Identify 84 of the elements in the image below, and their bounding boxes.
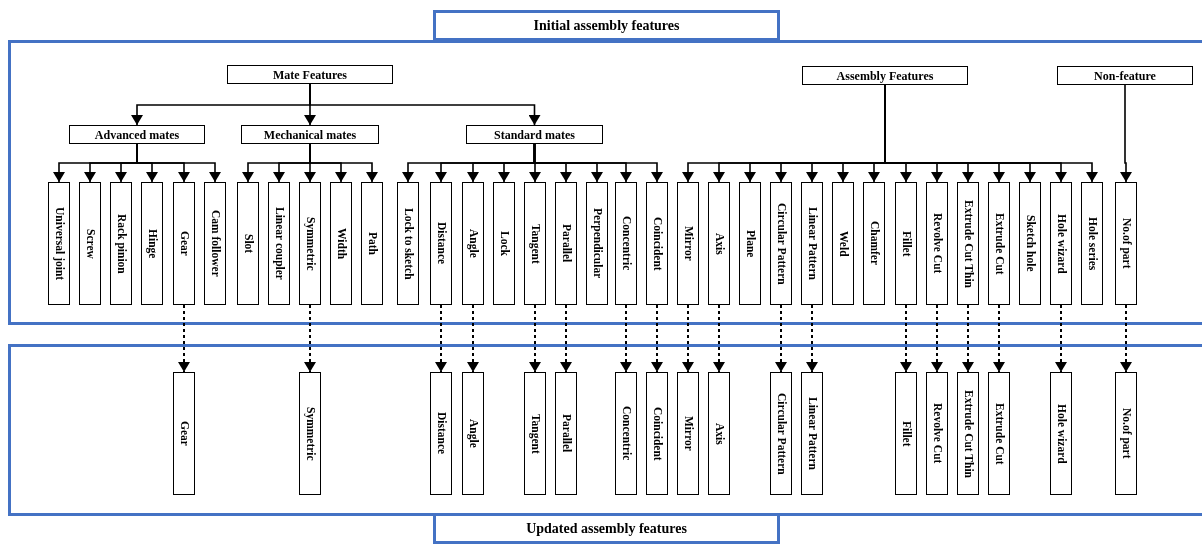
arrow [136, 143, 221, 183]
feature-box: Weld [832, 182, 854, 305]
feature-box: Extrude Cut Thin [957, 182, 979, 305]
feature-box: Screw [79, 182, 101, 305]
feature-box: Concentric [615, 182, 637, 305]
feature-box: Revolve Cut [926, 372, 948, 495]
dotted-arrow [620, 304, 632, 373]
feature-box: Concentric [615, 372, 637, 495]
feature-box: Width [330, 182, 352, 305]
feature-box: Hole series [1081, 182, 1103, 305]
dotted-arrow [931, 304, 943, 373]
feature-box: Distance [430, 372, 452, 495]
dotted-arrow [775, 304, 787, 373]
feature-box: Tangent [524, 182, 546, 305]
dotted-arrow [435, 304, 447, 373]
feature-box: Universal joint [48, 182, 70, 305]
dotted-arrow [560, 304, 572, 373]
feature-box: Sketch hole [1019, 182, 1041, 305]
feature-box: Extrude Cut Thin [957, 372, 979, 495]
feature-box: Lock to sketch [397, 182, 419, 305]
feature-box: Linear Pattern [801, 182, 823, 305]
feature-box: Gear [173, 182, 195, 305]
feature-box: Axis [708, 182, 730, 305]
feature-box: Chamfer [863, 182, 885, 305]
feature-box: Linear Pattern [801, 372, 823, 495]
category-box: Mate Features [227, 65, 393, 84]
category-box: Advanced mates [69, 125, 205, 144]
feature-box: Extrude Cut [988, 182, 1010, 305]
category-box: Assembly Features [802, 66, 968, 85]
dotted-arrow [651, 304, 663, 373]
feature-box: Angle [462, 182, 484, 305]
feature-box: Symmetric [299, 372, 321, 495]
panel-title: Updated assembly features [433, 513, 780, 544]
dotted-arrow [900, 304, 912, 373]
dotted-arrow [178, 304, 190, 373]
category-box: Mechanical mates [241, 125, 379, 144]
feature-box: Hole wizard [1050, 182, 1072, 305]
feature-box: Hole wizard [1050, 372, 1072, 495]
feature-box: Mirror [677, 372, 699, 495]
arrow [533, 143, 663, 183]
feature-box: Lock [493, 182, 515, 305]
panel-title: Initial assembly features [433, 10, 780, 41]
feature-box: Linear coupler [268, 182, 290, 305]
dotted-arrow [1120, 304, 1132, 373]
arrow [309, 143, 378, 183]
feature-box: Circular Pattern [770, 182, 792, 305]
dotted-arrow [962, 304, 974, 373]
dotted-arrow [993, 304, 1005, 373]
feature-box: Angle [462, 372, 484, 495]
feature-box: Perpendicular [586, 182, 608, 305]
feature-box: Slot [237, 182, 259, 305]
category-box: Non-feature [1057, 66, 1193, 85]
feature-box: Revolve Cut [926, 182, 948, 305]
feature-box: Hinge [141, 182, 163, 305]
arrow [1120, 84, 1132, 183]
feature-box: Parallel [555, 182, 577, 305]
dotted-arrow [529, 304, 541, 373]
feature-box: Path [361, 182, 383, 305]
feature-box: Cam follower [204, 182, 226, 305]
feature-box: Tangent [524, 372, 546, 495]
arrow [309, 83, 541, 126]
feature-box: Plane [739, 182, 761, 305]
feature-box: Distance [430, 182, 452, 305]
feature-box: Rack pinion [110, 182, 132, 305]
category-box: Standard mates [466, 125, 603, 144]
feature-box: Extrude Cut [988, 372, 1010, 495]
dotted-arrow [304, 304, 316, 373]
feature-box: Fillet [895, 372, 917, 495]
feature-box: Fillet [895, 182, 917, 305]
feature-box: Symmetric [299, 182, 321, 305]
dotted-arrow [713, 304, 725, 373]
feature-box: Coincident [646, 182, 668, 305]
feature-box: Gear [173, 372, 195, 495]
feature-box: Parallel [555, 372, 577, 495]
dotted-arrow [1055, 304, 1067, 373]
feature-box: Mirror [677, 182, 699, 305]
feature-box: No.of part [1115, 372, 1137, 495]
feature-box: Coincident [646, 372, 668, 495]
feature-box: Circular Pattern [770, 372, 792, 495]
feature-box: No.of part [1115, 182, 1137, 305]
dotted-arrow [806, 304, 818, 373]
feature-box: Axis [708, 372, 730, 495]
dotted-arrow [682, 304, 694, 373]
dotted-arrow [467, 304, 479, 373]
